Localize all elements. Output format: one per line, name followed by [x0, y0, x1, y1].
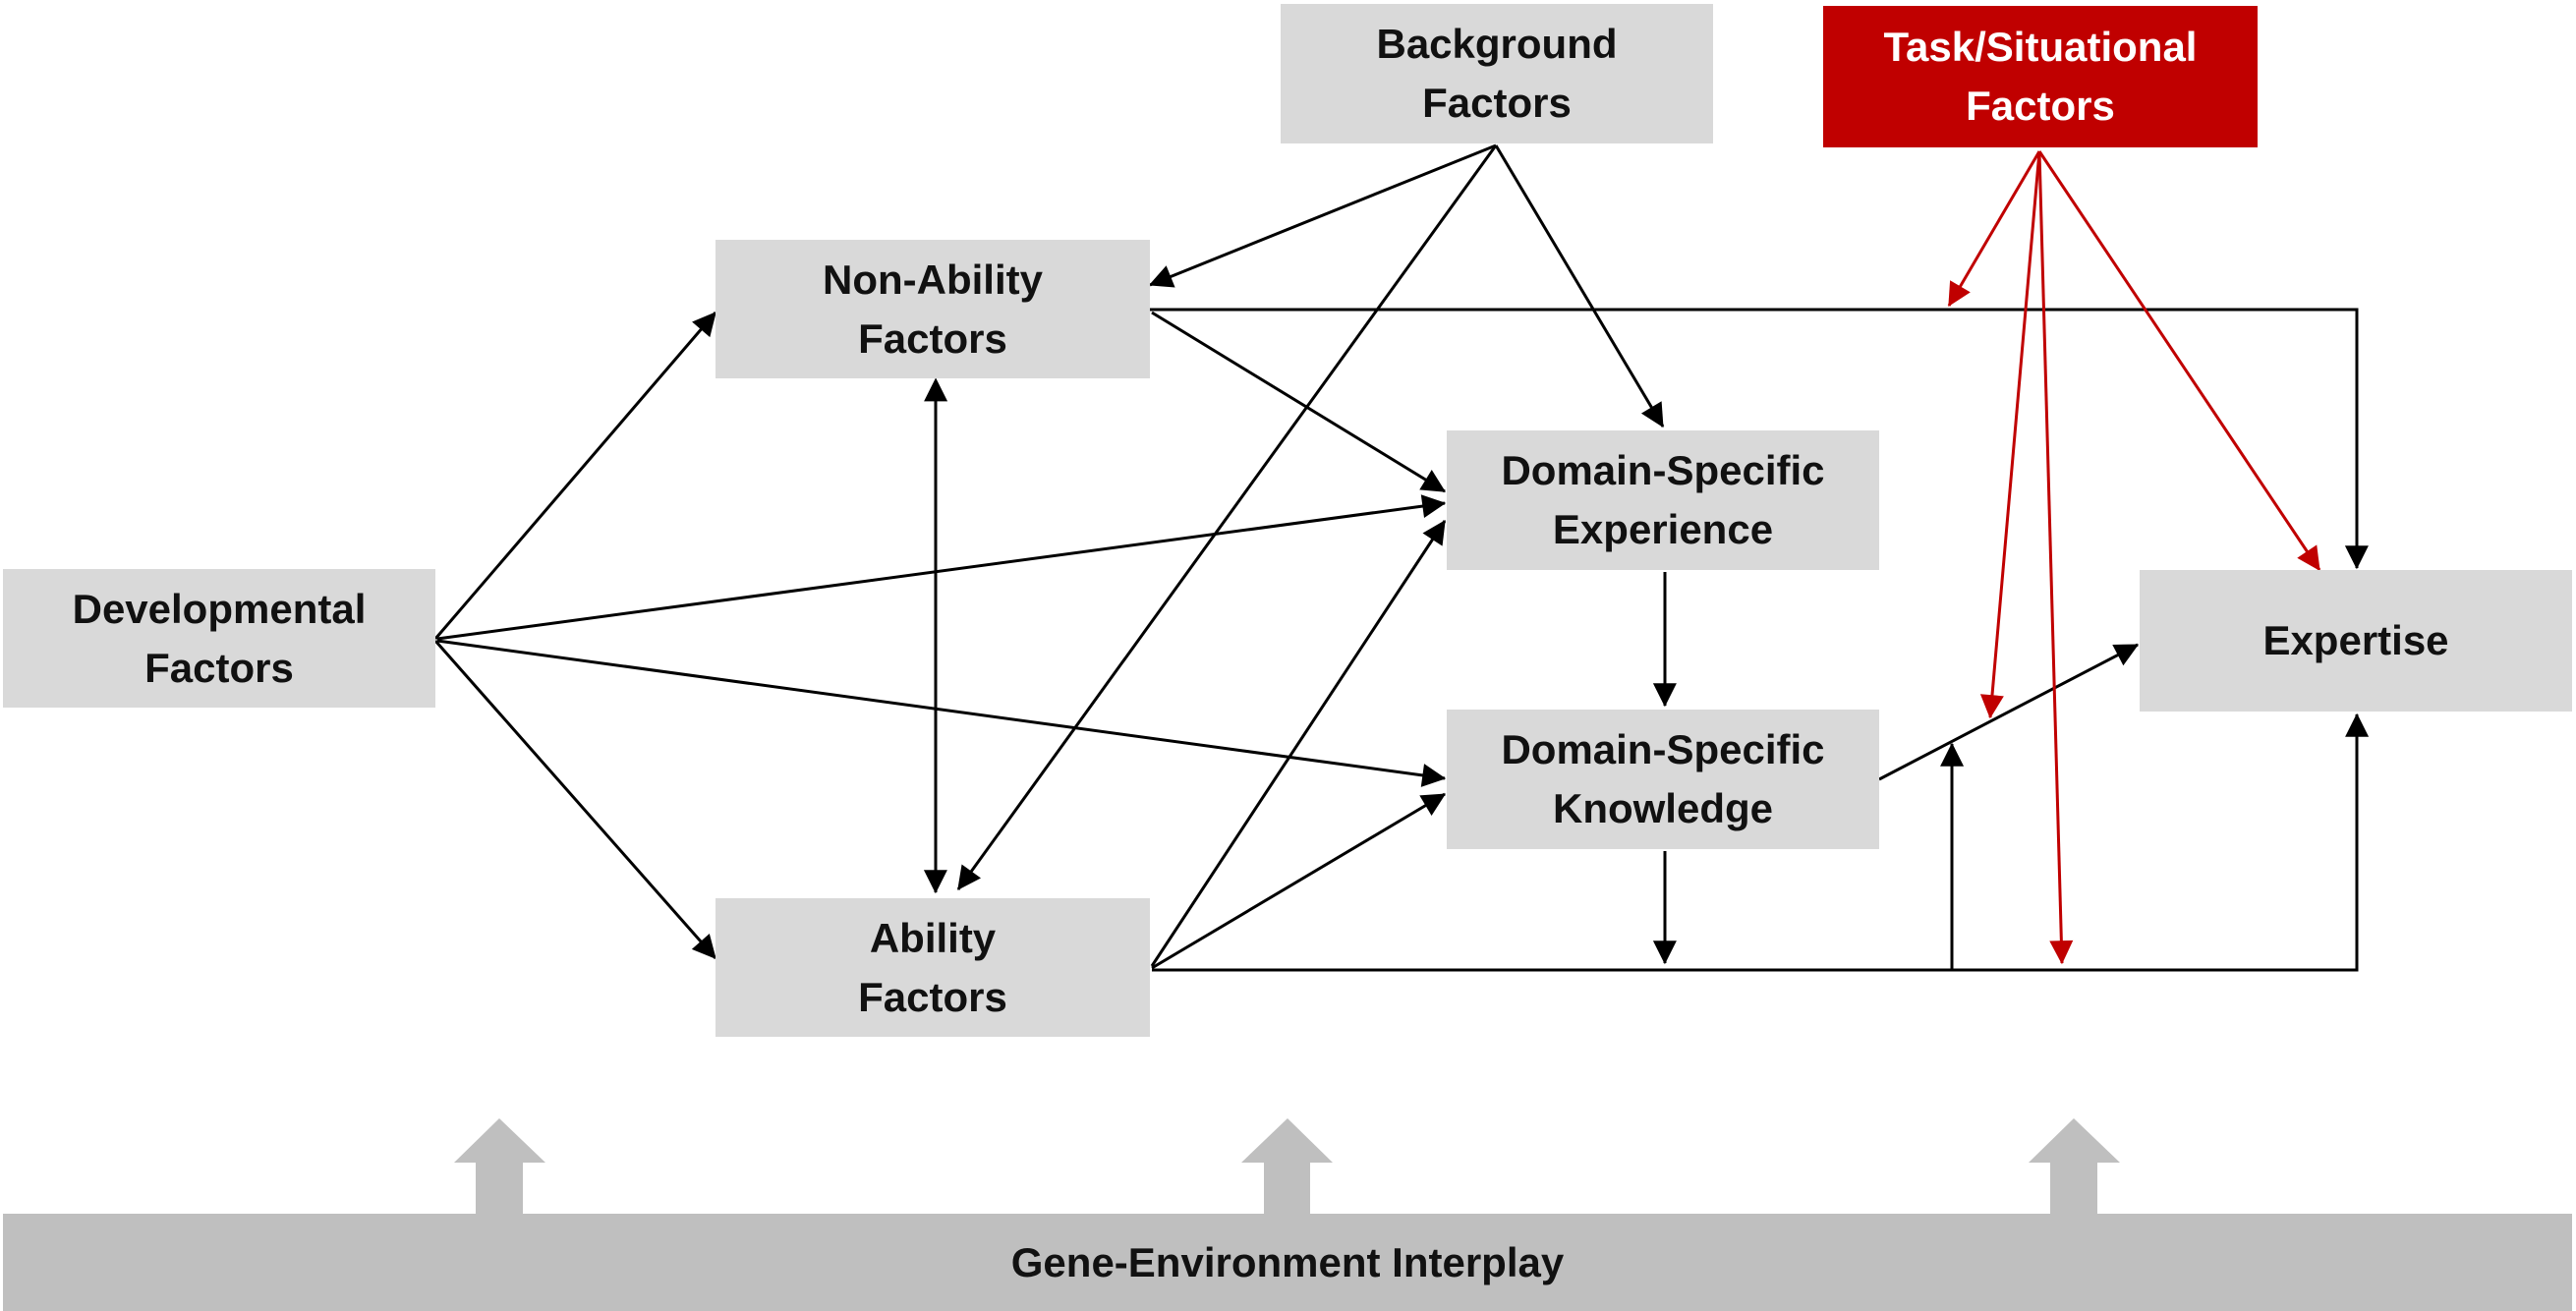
developmental-factors-box: Developmental Factors: [3, 569, 435, 708]
ability-factors-box: Ability Factors: [716, 898, 1150, 1037]
non-ability-factors-box: Non-Ability Factors: [716, 240, 1150, 378]
arrow-developmental-to-experience: [436, 494, 1447, 641]
domain-specific-knowledge-label: Domain-Specific Knowledge: [1501, 726, 1825, 831]
arrow-developmental-to-ability: [433, 640, 717, 959]
task-situational-factors-label: Task/Situational Factors: [1883, 24, 2198, 129]
block-arrow-up-right: [2029, 1118, 2120, 1214]
block-arrow-up-left: [454, 1118, 545, 1214]
arrow-task-to-bottom-path: [2037, 150, 2074, 965]
arrow-background-to-ability: [956, 144, 1498, 890]
arrow-task-to-knowledge-path: [1979, 150, 2041, 719]
expertise-box: Expertise: [2140, 570, 2572, 712]
task-situational-factors-box: Task/Situational Factors: [1823, 6, 2258, 147]
gene-environment-label: Gene-Environment Interplay: [1010, 1238, 1565, 1285]
background-factors-label: Background Factors: [1376, 21, 1618, 126]
developmental-factors-label: Developmental Factors: [72, 585, 367, 691]
domain-specific-experience-box: Domain-Specific Experience: [1447, 430, 1879, 570]
background-factors-box: Background Factors: [1281, 4, 1713, 143]
block-arrow-up-center: [1241, 1118, 1333, 1214]
gene-environment-band: Gene-Environment Interplay: [3, 1214, 2572, 1311]
ability-factors-label: Ability Factors: [858, 914, 1007, 1020]
arrow-task-to-expertise: [2037, 150, 2321, 572]
arrow-developmental-to-knowledge: [436, 639, 1447, 787]
arrow-ability-to-experience: [1150, 520, 1447, 967]
expertise-label: Expertise: [2262, 617, 2449, 663]
arrow-background-to-experience: [1494, 144, 1665, 428]
domain-specific-knowledge-box: Domain-Specific Knowledge: [1447, 710, 1879, 849]
arrow-knowledge-to-expertise: [1878, 643, 2140, 781]
arrow-developmental-to-non-ability: [433, 312, 717, 640]
arrow-background-to-non-ability: [1148, 143, 1497, 288]
domain-specific-experience-label: Domain-Specific Experience: [1501, 447, 1825, 552]
non-ability-factors-label: Non-Ability Factors: [823, 256, 1043, 362]
arrow-task-to-top-path: [1947, 150, 2041, 307]
arrow-non-ability-to-experience: [1151, 311, 1446, 493]
arrow-ability-to-knowledge: [1151, 792, 1447, 970]
arrow-non-ability-to-expertise: [1150, 308, 2369, 570]
arrow-ability-to-expertise: [1152, 712, 2370, 972]
